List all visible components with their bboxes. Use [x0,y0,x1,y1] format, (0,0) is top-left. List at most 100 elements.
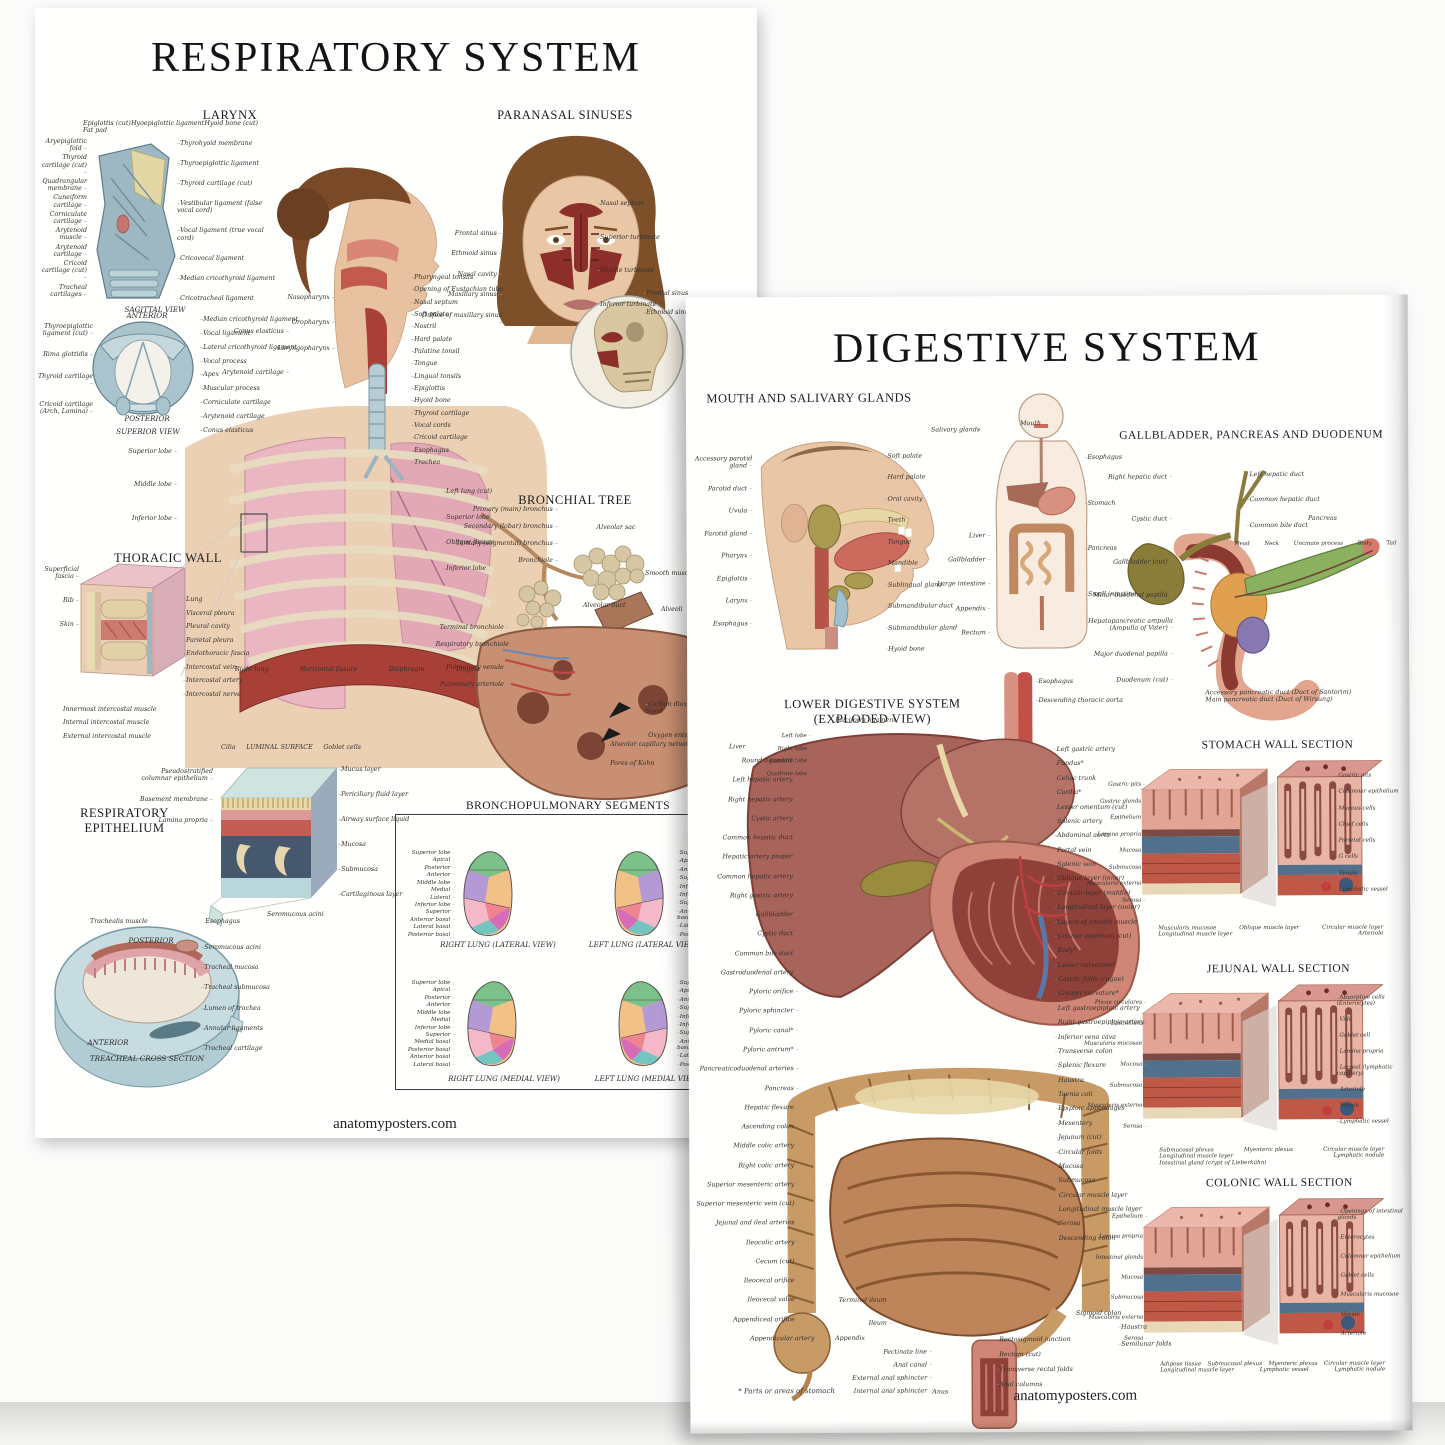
anus-label: Anus [932,1388,949,1396]
stomach-wall-heading: STOMACH WALL SECTION [1201,738,1354,752]
label: Superior turbinate [597,234,675,241]
label: Respiratory bronchiole [433,641,509,655]
label: Esophagus [1035,678,1137,685]
label: Transverse rectal folds [996,1366,1114,1374]
label: Muscularis externa [1080,1315,1148,1322]
respiratory-footer: anatomyposters.com [333,1116,457,1132]
stomach-wall-left-labels: Gastric pitsGastric glandsEpitheliumLami… [1078,782,1147,904]
label: Appendicular artery [750,1335,815,1343]
label: Hepatic artery proper [688,853,798,861]
respiratory-illustrations [54,135,751,1088]
colonic-wall-right-labels: Openings of intestinal glandsEnterocytes… [1338,1208,1411,1336]
colonic-wall-heading: COLONIC WALL SECTION [1206,1176,1353,1190]
epithelium-right-labels: Mucus layerPericiliary fluid layerAirway… [338,766,424,898]
sagittal-view-caption: SAGITTAL VIEW [124,305,186,314]
label: Large intestine [921,581,991,588]
label: Epiglottis [687,575,753,582]
label: Esophagus [205,918,240,925]
label: Corniculate cartilage [200,399,305,406]
label: Gastric folds (rugae) [1054,976,1150,983]
label: Ethmoid sinus [417,250,502,257]
label: Absorptive cells (Enterocytes) [1337,994,1409,1007]
digestive-footer: anatomyposters.com [1013,1387,1138,1405]
mouth-salivary-art [760,441,935,650]
label: Submucosa [1055,1177,1151,1184]
label: Enterocytes [1338,1234,1410,1241]
digestive-title: DIGESTIVE SYSTEM [832,324,1261,372]
label: Pseudostratified columnar epithelium [133,768,213,782]
lower-left-labels: Round ligamentLeft hepatic arteryRight h… [688,757,800,1323]
label: Aryepiglottic fold [37,138,87,152]
label: Parietal pleura [183,637,283,644]
label: Right lobe [751,746,811,753]
label: Head [1234,541,1250,548]
label: Bronchiole [440,557,558,564]
stomach-wall-right-labels: Gastric pitsColumnar epitheliumMucous ce… [1336,772,1409,893]
label: Gastroduodenal artery [688,969,798,977]
label: Medial [399,1017,455,1023]
label: Apical [399,857,455,863]
label: Inferior turbinate [597,301,675,308]
alveolar-sac-label: Alveolar sac [596,524,636,531]
label: Posterior basal [399,932,455,938]
label: Serosa [1080,1335,1148,1342]
rectum-labels: Rectosigmoid junctionRectum (cut)Transve… [996,1336,1114,1389]
label: Inferior lobe [443,565,521,572]
label: Epiglottis [411,385,519,392]
label: Submucosa [1078,864,1146,871]
gallbladder-heading: GALLBLADDER, PANCREAS AND DUODENUM [1119,428,1384,442]
neck-labels: Conus elasticusArytenoid cartilage [217,328,289,376]
label: Rib [35,597,79,604]
label: Lingual tonsils [411,373,519,380]
label: Muscularis externa [1079,1103,1147,1110]
sinus-inset-labels: Frontal sinusEthmoid sinus [643,290,728,316]
label: Palatine tonsil [411,348,519,355]
label: Uncinate process [1293,540,1343,547]
label: Oral cavity [884,495,984,502]
label: Uvula [686,507,752,514]
label: Secondary (lobar) bronchus [440,523,558,530]
label: Goblet cells [1338,1272,1410,1279]
label: Lung [183,596,283,603]
anterior-caption: ANTERIOR [126,311,168,320]
overview-left-labels: LiverGallbladderLarge intestineAppendixR… [921,532,991,636]
label: Oblique muscle layer [1239,924,1300,932]
label: Thyroid cartilage [35,373,93,387]
right-medial-caption: RIGHT LUNG (MEDIAL VIEW) [448,1074,560,1083]
label: Gastric pits [1336,772,1408,779]
label: Gallbladder [688,911,798,919]
label: Longitudinal muscle layer [1055,1206,1151,1213]
mouth-heading: MOUTH AND SALIVARY GLANDS [706,390,912,406]
label: Thyrohyoid membrane [177,140,277,147]
label: Skin [35,621,79,628]
label: Posterior [399,995,455,1001]
superior-left-labels: Thyroepiglottic ligament (cut)Rima glott… [35,323,93,415]
label: Nasal septum [597,200,675,207]
mouth-label: Mouth [1020,420,1041,428]
label: Median cricothyroid ligament [200,316,305,323]
label: Ascending colon [689,1123,799,1131]
label: Muscularis mucosae [1079,1041,1147,1048]
label: Lamina propria [1078,831,1146,838]
label: Longitudinal layer (outer) [1054,904,1150,911]
label: Anterior [399,872,455,878]
label: Hyoepiglottic ligament [131,120,205,127]
label: Jejunal and ileal arteries [690,1219,800,1227]
label: Larynx [687,598,753,605]
label: Carbon dioxide leaving blood [645,701,733,715]
label: External anal sphincter [818,1374,932,1382]
label: Maxillary sinus [417,291,502,298]
label: Superior [399,909,455,915]
pharynx-labels: NasopharynxOropharynxLaryngopharynx [271,294,335,352]
label: Pleural cavity [183,623,283,630]
thoracic-heading: THORACIC WALL [113,551,222,565]
label: Hyoid bone (cut) [204,120,258,127]
alveoli-label: Alveoli [661,606,683,613]
label: Venule [1337,1102,1409,1109]
label: Corniculate cartilage [37,211,87,225]
label: Lesser curvature* [1054,961,1150,968]
label: Submucosa [338,866,424,873]
